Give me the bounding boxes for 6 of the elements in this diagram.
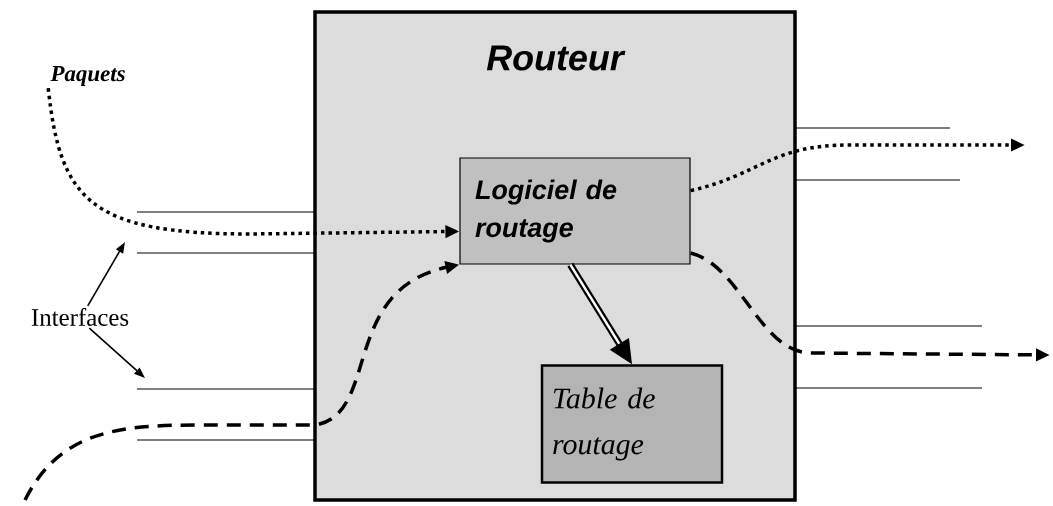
process-box: Logiciel de routage: [459, 157, 691, 265]
text-label: Paquets: [50, 66, 125, 86]
box-title: Routeur: [486, 45, 626, 71]
leader-arrow: [88, 327, 145, 378]
table-box: Table de routage: [540, 364, 724, 484]
text-label: Interfaces: [31, 308, 129, 326]
